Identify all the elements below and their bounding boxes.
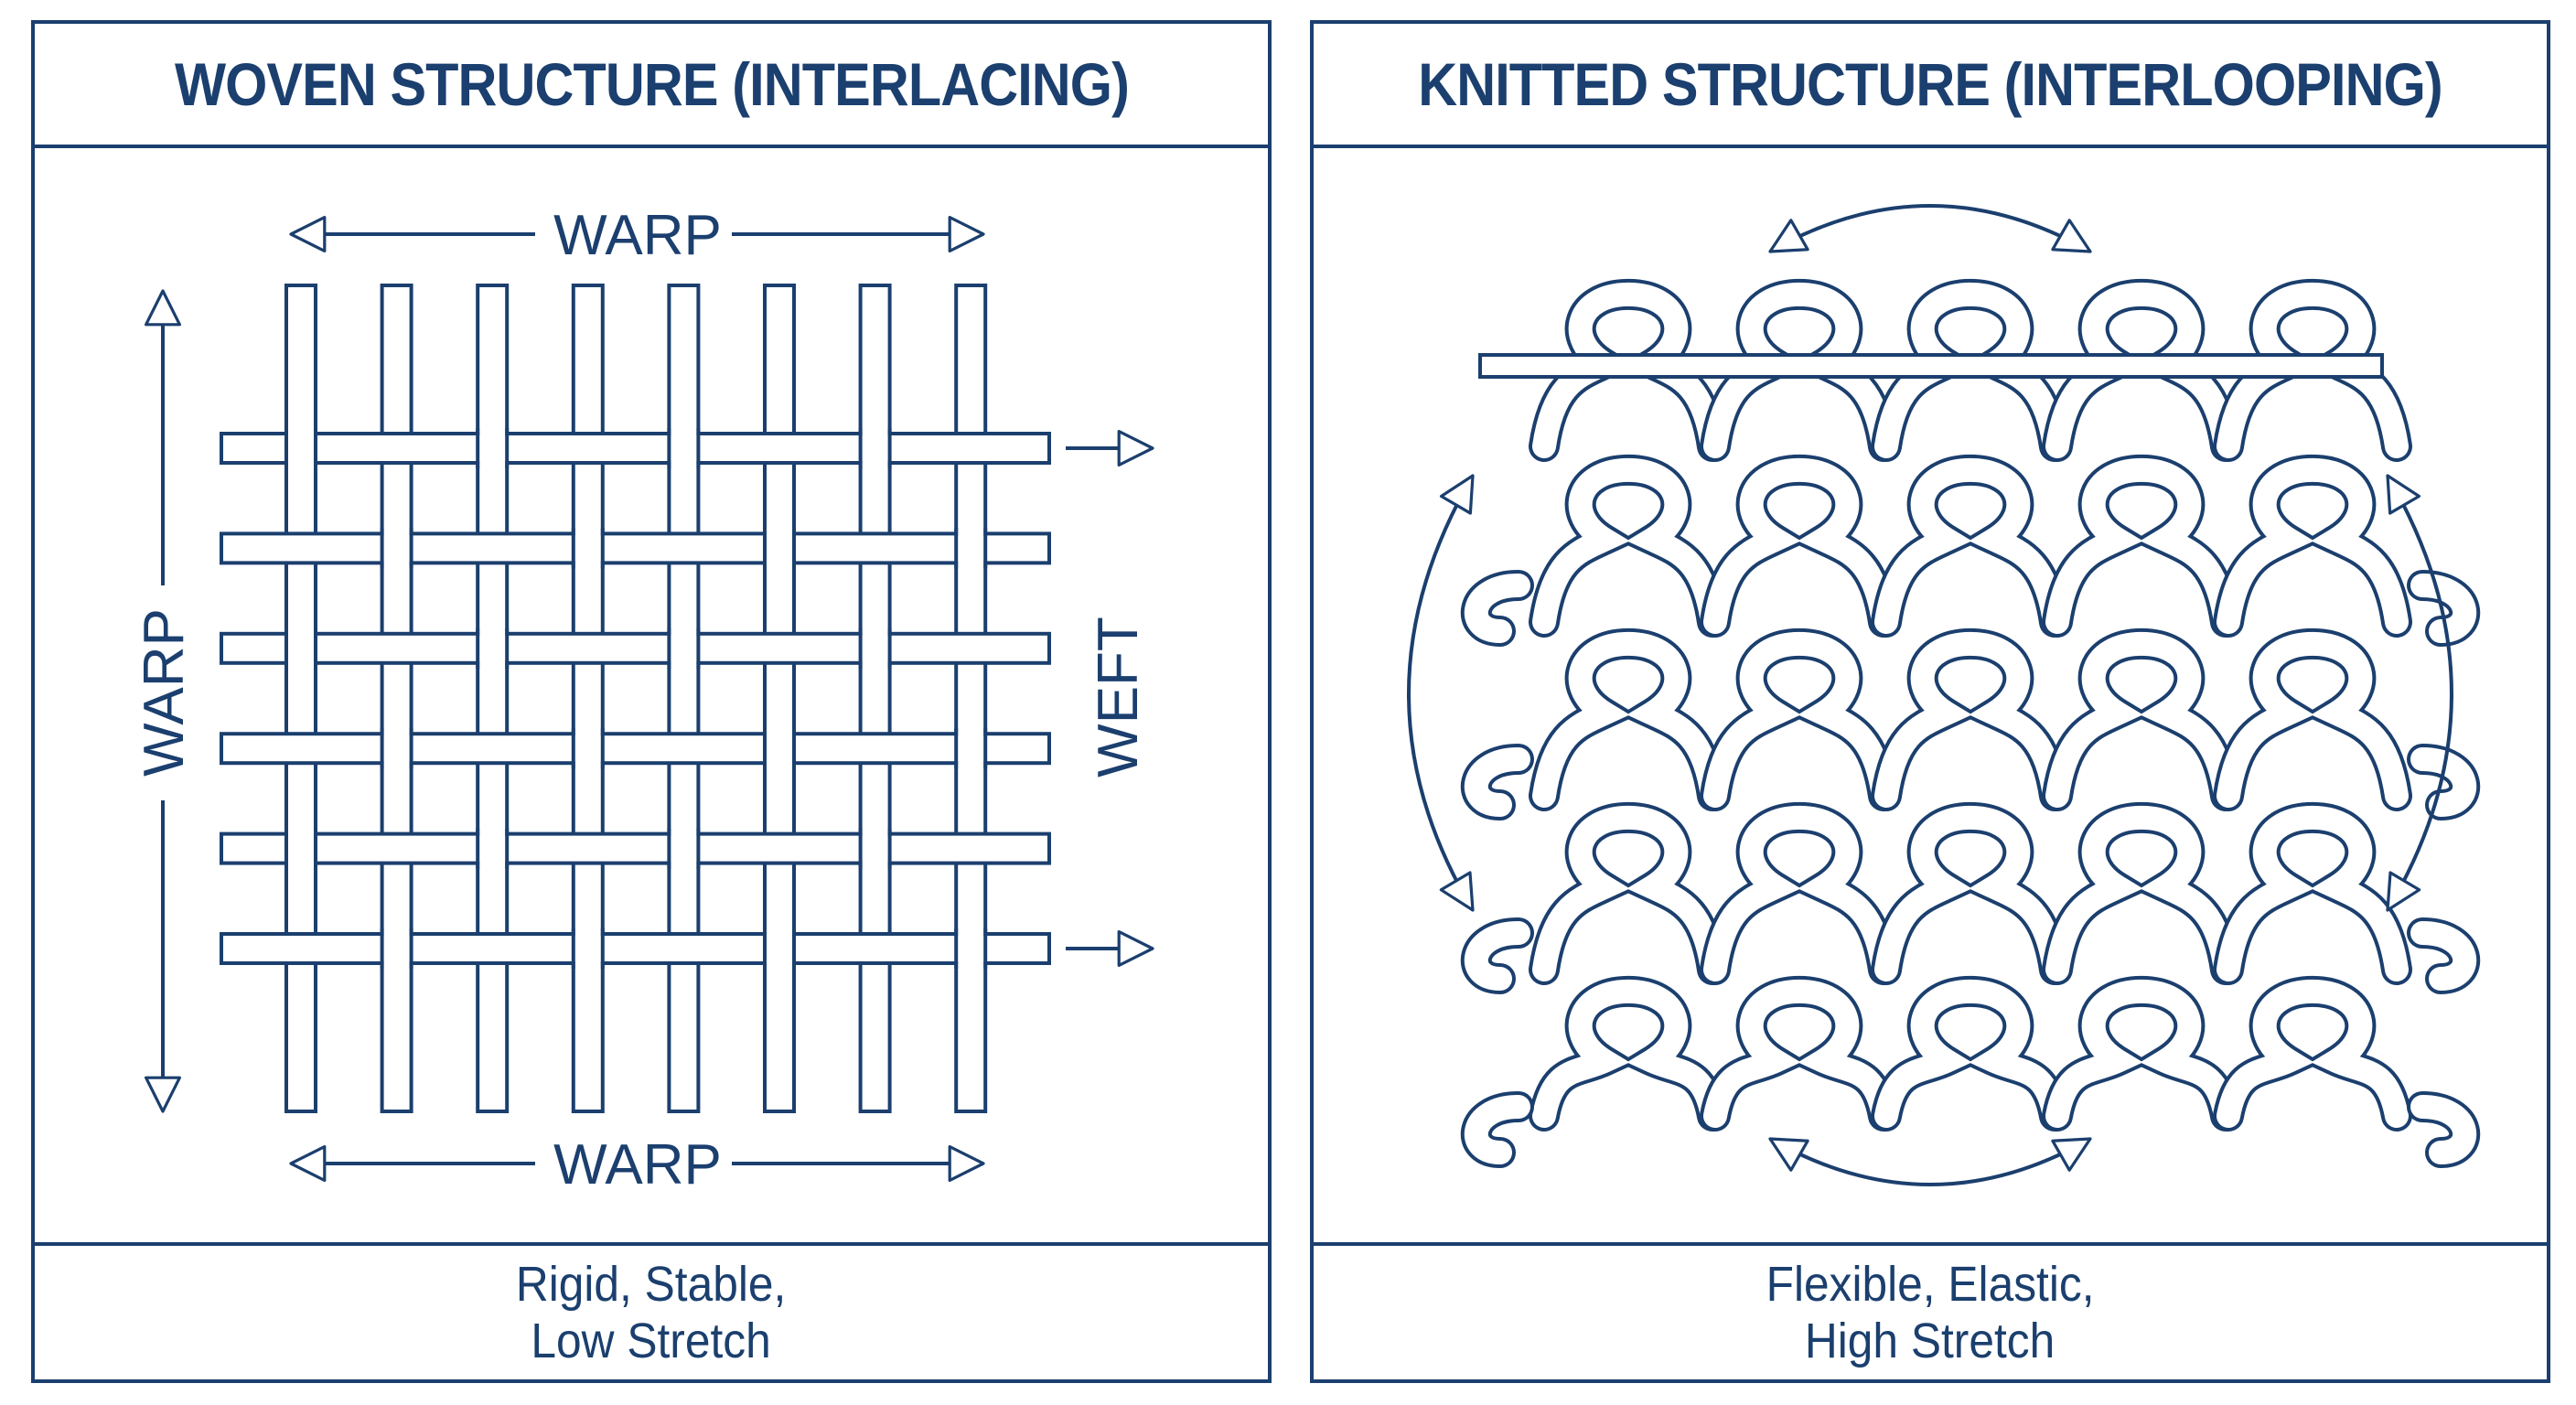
knit-loop-yarn bbox=[2216, 631, 2409, 808]
woven-header: WOVEN STRUCTURE (INTERLACING) bbox=[35, 24, 1268, 148]
warp-label-left: WARP bbox=[133, 608, 196, 777]
knit-tail-yarn bbox=[1464, 574, 1530, 643]
curved-double-arrow-icon bbox=[1768, 1137, 2092, 1186]
warp-over-crossing bbox=[574, 931, 601, 966]
warp-yarn bbox=[667, 284, 701, 1113]
warp-over-crossing bbox=[958, 531, 984, 566]
knit-loop-yarn bbox=[1874, 979, 2066, 1128]
knit-tail-yarn bbox=[2410, 921, 2477, 991]
knit-tail-yarn bbox=[1464, 747, 1530, 817]
knit-loop-yarn bbox=[2216, 805, 2409, 981]
knit-loop-yarn bbox=[2045, 631, 2238, 808]
warp-label-bottom: WARP bbox=[553, 1133, 722, 1196]
knitted-arrows bbox=[1407, 204, 2453, 1186]
warp-yarn bbox=[858, 284, 892, 1113]
warp-over-crossing bbox=[671, 431, 697, 466]
knit-loop-yarn bbox=[1532, 979, 1724, 1128]
knit-loop-outline bbox=[1871, 975, 2070, 1132]
curved-double-arrow-icon bbox=[1768, 204, 2092, 253]
warp-yarn bbox=[954, 284, 988, 1113]
warp-over-crossing bbox=[958, 731, 984, 767]
knit-loop-outline bbox=[1700, 975, 1899, 1132]
warp-over-crossing bbox=[479, 831, 506, 866]
woven-caption: Rigid, Stable, Low Stretch bbox=[35, 1242, 1268, 1379]
knit-loop-yarn bbox=[2045, 805, 2238, 981]
warp-over-crossing bbox=[862, 630, 888, 666]
weft-yarn bbox=[220, 831, 1051, 865]
warp-yarn bbox=[763, 284, 796, 1113]
knit-loop-yarn bbox=[2045, 979, 2238, 1128]
knitted-caption-line-2: High Stretch bbox=[1805, 1314, 2055, 1368]
knit-loop-outline bbox=[2042, 975, 2241, 1132]
warp-yarn bbox=[476, 284, 510, 1113]
knit-loop-yarn bbox=[1532, 805, 1724, 981]
warp-yarn bbox=[380, 284, 413, 1113]
woven-arrows bbox=[144, 215, 1154, 1183]
knit-loop-yarn bbox=[1703, 805, 1895, 981]
warp-over-crossing bbox=[288, 831, 314, 866]
warp-over-crossing bbox=[671, 630, 697, 666]
warp-over-crossing bbox=[383, 731, 410, 767]
weft-yarn bbox=[220, 732, 1051, 766]
knitted-caption: Flexible, Elastic, High Stretch bbox=[1314, 1242, 2547, 1379]
knit-fabric bbox=[1460, 278, 2481, 1168]
knitting-needle-icon bbox=[1478, 353, 2384, 379]
knit-loop-yarn bbox=[1532, 457, 1724, 634]
warp-over-crossing bbox=[479, 630, 506, 666]
knit-loop-yarn bbox=[2216, 457, 2409, 634]
woven-grid bbox=[220, 284, 1051, 1113]
weft-label-right: WEFT bbox=[1087, 617, 1150, 778]
knitted-header: KNITTED STRUCTURE (INTERLOOPING) bbox=[1314, 24, 2547, 148]
knitted-title: KNITTED STRUCTURE (INTERLOOPING) bbox=[1418, 50, 2442, 118]
warp-over-crossing bbox=[958, 931, 984, 966]
woven-caption-line-1: Rigid, Stable, bbox=[516, 1257, 787, 1312]
knit-tail-yarn bbox=[1464, 1095, 1530, 1164]
weft-yarn bbox=[220, 932, 1051, 965]
warp-over-crossing bbox=[767, 731, 792, 767]
weft-yarn bbox=[220, 531, 1051, 565]
warp-yarn bbox=[571, 284, 605, 1113]
knitted-panel: KNITTED STRUCTURE (INTERLOOPING) Flexibl… bbox=[1310, 20, 2550, 1383]
knit-loop-outline bbox=[2213, 975, 2412, 1132]
warp-over-crossing bbox=[479, 431, 506, 466]
warp-over-crossing bbox=[288, 630, 314, 666]
warp-over-crossing bbox=[767, 931, 792, 966]
knit-loop-yarn bbox=[1532, 631, 1724, 808]
curved-double-arrow-icon bbox=[1407, 474, 1475, 912]
knit-loop-yarn bbox=[1703, 457, 1895, 634]
curved-double-arrow-icon bbox=[2386, 474, 2453, 912]
knit-loop-yarn bbox=[1874, 631, 2066, 808]
warp-over-crossing bbox=[862, 831, 888, 866]
knit-loop-outline bbox=[1529, 975, 1728, 1132]
warp-over-crossing bbox=[671, 831, 697, 866]
knit-loop-yarn bbox=[2216, 979, 2409, 1128]
knit-loop-yarn bbox=[1703, 631, 1895, 808]
weft-yarn bbox=[220, 631, 1051, 665]
warp-over-crossing bbox=[383, 531, 410, 566]
knit-tail-yarn bbox=[1464, 921, 1530, 991]
knit-loop-yarn bbox=[2045, 457, 2238, 634]
warp-over-crossing bbox=[767, 531, 792, 566]
warp-over-crossing bbox=[574, 731, 601, 767]
warp-yarn bbox=[284, 284, 317, 1113]
woven-panel: WOVEN STRUCTURE (INTERLACING) Rigid, Sta… bbox=[31, 20, 1272, 1383]
knit-loop-yarn bbox=[1703, 979, 1895, 1128]
warp-over-crossing bbox=[383, 931, 410, 966]
woven-title: WOVEN STRUCTURE (INTERLACING) bbox=[174, 50, 1129, 118]
warp-over-crossing bbox=[288, 431, 314, 466]
knit-loop-yarn bbox=[1874, 457, 2066, 634]
weft-yarn bbox=[220, 432, 1051, 465]
knitted-caption-line-1: Flexible, Elastic, bbox=[1766, 1257, 2095, 1312]
warp-over-crossing bbox=[862, 431, 888, 466]
knit-loop-yarn bbox=[1874, 805, 2066, 981]
warp-over-crossing bbox=[574, 531, 601, 566]
warp-label-top: WARP bbox=[553, 204, 722, 267]
knit-tail-yarn bbox=[2410, 747, 2477, 817]
knit-tail-yarn bbox=[2410, 1095, 2477, 1164]
woven-caption-line-2: Low Stretch bbox=[531, 1314, 772, 1368]
